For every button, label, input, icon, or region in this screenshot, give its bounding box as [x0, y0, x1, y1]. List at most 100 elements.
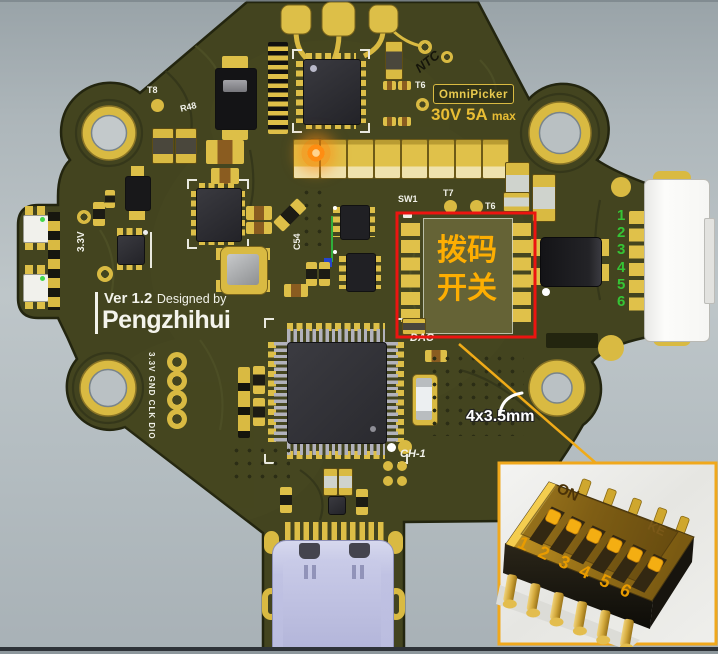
metal-can-component	[216, 246, 270, 295]
mcu-pin1-dot	[370, 426, 376, 432]
bottom-frame-light	[0, 651, 718, 654]
via-pad	[398, 440, 412, 454]
capacitor	[455, 139, 482, 179]
dip-footprint-pads-left	[401, 223, 420, 324]
status-led-orange	[301, 138, 331, 168]
mcu	[262, 316, 410, 466]
resistor	[206, 140, 244, 164]
dip-side-pins	[577, 478, 690, 534]
usb-c-connector	[272, 540, 394, 654]
dip-lid-highlight	[506, 482, 557, 547]
dip-footprint-body	[423, 218, 513, 334]
mounting-holes	[79, 101, 592, 417]
label-t6-top: T6	[415, 80, 426, 90]
usb-slot	[312, 565, 316, 579]
via-field	[428, 352, 524, 436]
resistor	[319, 262, 330, 286]
capacitor	[347, 139, 374, 179]
capacitor	[402, 318, 426, 335]
dimension-label: 4x3.5mm	[466, 408, 535, 425]
usb-notch	[349, 543, 370, 558]
white-dot	[387, 443, 396, 452]
led-package	[23, 265, 49, 309]
resistor	[246, 222, 272, 234]
qfn-ic	[292, 49, 370, 133]
regulator-ic	[210, 56, 262, 146]
label-t6: T6	[485, 201, 496, 211]
resistor	[253, 366, 265, 394]
small-ic	[333, 203, 375, 241]
capacitor	[374, 139, 401, 179]
resistor-array	[268, 42, 288, 134]
resistor	[383, 117, 396, 126]
brand-name: OmniPicker	[439, 89, 508, 101]
rating-label: 30V 5A max	[431, 105, 516, 125]
via-pad	[397, 461, 407, 471]
small-chip	[328, 496, 346, 515]
resistor	[356, 489, 368, 515]
resistor	[280, 487, 292, 513]
connector-pads	[629, 211, 646, 312]
bottom-frame-line	[0, 647, 718, 651]
green-led-dot	[40, 276, 45, 281]
resistor	[306, 262, 317, 286]
inset-brand-label: KE	[645, 518, 668, 539]
via-pad	[97, 266, 113, 282]
resistor	[398, 117, 411, 126]
dip-footprint-pads-right	[512, 223, 531, 324]
via-pad	[416, 98, 429, 111]
transistor	[124, 166, 152, 220]
rating-value: 30V 5A	[431, 105, 488, 124]
capacitor	[482, 139, 509, 179]
green-led-dot	[40, 217, 45, 222]
pin-number-6: 6	[617, 293, 626, 310]
through-hole-pad	[167, 352, 187, 372]
resistor	[105, 190, 115, 208]
white-dot	[542, 288, 550, 296]
dark-component-row	[546, 333, 598, 348]
usb-notch	[299, 543, 320, 559]
dip-body-side	[650, 537, 694, 628]
via-pad	[151, 99, 164, 112]
pin-number-2: 2	[617, 224, 626, 241]
pin-number-3: 3	[617, 241, 626, 258]
pin1-dot	[310, 65, 317, 72]
jst-connector	[644, 171, 715, 347]
resistor	[211, 168, 239, 184]
resistor	[284, 284, 308, 297]
white-dot	[333, 206, 337, 210]
callout-line	[458, 343, 598, 465]
highlight-box	[395, 211, 537, 339]
brand-badge: OmniPicker	[433, 84, 514, 104]
dip-label-line2: 开关	[437, 272, 497, 305]
resistor	[253, 398, 265, 426]
connector-body	[644, 179, 710, 342]
small-ic	[115, 228, 149, 270]
via-pad	[383, 461, 393, 471]
through-hole-pad	[167, 390, 187, 410]
via-field	[230, 444, 290, 484]
dip-body-front	[503, 543, 653, 629]
label-t7: T7	[443, 188, 454, 198]
capacitor	[175, 128, 197, 164]
via-pad	[441, 51, 453, 63]
driver-ic	[187, 179, 249, 249]
via-pad	[77, 210, 91, 224]
dimension-arrow	[498, 391, 524, 415]
version-text: Ver 1.2 Designed by	[104, 290, 226, 308]
usb-slot	[352, 565, 356, 579]
led-package	[23, 206, 49, 250]
usb-pads-row	[285, 522, 387, 544]
capacitor	[323, 468, 338, 496]
designed-by: Designed by	[156, 292, 227, 306]
large-vias	[598, 177, 631, 361]
author-name: Pengzhihui	[102, 306, 231, 334]
capacitor	[401, 139, 428, 179]
resistor	[398, 81, 411, 90]
rating-max: max	[491, 109, 516, 123]
silkscreen-line	[150, 232, 152, 268]
debug-led-green	[331, 216, 333, 262]
via-pad	[418, 40, 432, 54]
capacitor	[338, 468, 353, 496]
